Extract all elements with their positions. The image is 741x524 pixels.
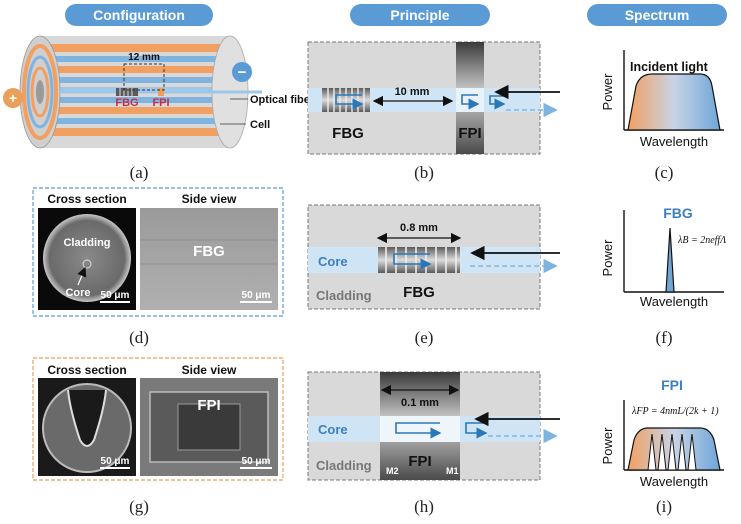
panel-f-ylabel: Power bbox=[600, 239, 615, 277]
panel-f-fbg-spectrum bbox=[623, 210, 724, 293]
panel-h-cladding-label: Cladding bbox=[316, 458, 372, 473]
svg-text:+: + bbox=[9, 90, 17, 106]
panel-b-distance: 10 mm bbox=[395, 86, 430, 98]
panel-a-plus-terminal: + bbox=[3, 88, 23, 108]
panel-e-fbg-principle bbox=[307, 204, 560, 310]
panel-a-optical-fiber-label: Optical fiber bbox=[250, 94, 315, 106]
panel-g-scale1: 50 μm bbox=[101, 456, 130, 467]
panel-h-length: 0.1 mm bbox=[401, 397, 439, 409]
panel-g-cross-title: Cross section bbox=[47, 363, 126, 377]
panel-label-c: (c) bbox=[655, 163, 674, 182]
panel-i-formula: λFP = 4nmL/(2k + 1) bbox=[631, 406, 719, 417]
svg-text:Spectrum: Spectrum bbox=[625, 7, 690, 23]
panel-d-scale2: 50 μm bbox=[242, 290, 271, 301]
panel-b-fpi-label: FPI bbox=[458, 125, 481, 142]
panel-i-xlabel: Wavelength bbox=[640, 474, 708, 489]
panel-label-e: (e) bbox=[415, 328, 434, 347]
panel-e-fbg-label: FBG bbox=[403, 284, 435, 301]
panel-a-cell-label: Cell bbox=[250, 119, 270, 131]
panel-e-cladding-label: Cladding bbox=[316, 288, 372, 303]
panel-c-xlabel: Wavelength bbox=[640, 134, 708, 149]
panel-d-cladding-label: Cladding bbox=[63, 237, 110, 249]
panel-a-fpi-label: FPI bbox=[152, 97, 169, 109]
panel-c-ylabel: Power bbox=[600, 73, 615, 111]
panel-label-h: (h) bbox=[414, 497, 434, 516]
panel-label-g: (g) bbox=[129, 497, 149, 516]
panel-h-fpi-label: FPI bbox=[408, 453, 431, 470]
panel-label-a: (a) bbox=[130, 163, 149, 182]
panel-a-length: 12 mm bbox=[128, 52, 160, 63]
panel-f-title: FBG bbox=[663, 205, 693, 221]
panel-h-m2-label: M2 bbox=[386, 466, 399, 476]
panel-e-core-label: Core bbox=[318, 254, 348, 269]
panel-label-d: (d) bbox=[129, 328, 149, 347]
panel-d-core-label: Core bbox=[65, 287, 90, 299]
panel-a-fbg-label: FBG bbox=[115, 97, 138, 109]
panel-a-cell-illustration bbox=[19, 35, 262, 149]
panel-e-length: 0.8 mm bbox=[400, 222, 438, 234]
panel-h-m1-label: M1 bbox=[446, 466, 459, 476]
panel-d-side-title: Side view bbox=[182, 192, 237, 206]
panel-label-b: (b) bbox=[414, 163, 434, 182]
panel-a-minus-terminal: − bbox=[232, 62, 252, 82]
panel-f-formula: λB = 2neffΛ bbox=[677, 235, 726, 246]
panel-g-sem-images bbox=[32, 357, 284, 481]
svg-text:Configuration: Configuration bbox=[93, 7, 185, 23]
panel-c-title: Incident light bbox=[630, 60, 709, 74]
panel-h-core-label: Core bbox=[318, 422, 348, 437]
panel-d-sem-images bbox=[32, 187, 284, 317]
panel-d-scale1: 50 μm bbox=[101, 290, 130, 301]
panel-i-ylabel: Power bbox=[600, 427, 615, 465]
panel-h-fpi-principle bbox=[307, 371, 560, 481]
panel-g-scale2: 50 μm bbox=[242, 456, 271, 467]
panel-label-f: (f) bbox=[656, 328, 673, 347]
panel-d-fbg-label: FBG bbox=[193, 243, 225, 260]
panel-f-xlabel: Wavelength bbox=[640, 294, 708, 309]
panel-i-fpi-spectrum bbox=[623, 400, 724, 471]
header-configuration: Configuration bbox=[65, 4, 213, 26]
panel-i-title: FPI bbox=[661, 377, 683, 393]
header-spectrum: Spectrum bbox=[587, 4, 727, 26]
panel-d-cross-title: Cross section bbox=[47, 192, 126, 206]
header-principle: Principle bbox=[350, 4, 490, 26]
panel-g-side-title: Side view bbox=[182, 363, 237, 377]
panel-b-principle-box bbox=[307, 41, 560, 155]
svg-text:−: − bbox=[238, 64, 247, 81]
svg-text:Principle: Principle bbox=[390, 7, 449, 23]
panel-g-fpi-label: FPI bbox=[197, 397, 220, 414]
panel-b-fbg-label: FBG bbox=[332, 125, 364, 142]
panel-c-incident-spectrum bbox=[623, 50, 724, 131]
panel-label-i: (i) bbox=[656, 497, 672, 516]
